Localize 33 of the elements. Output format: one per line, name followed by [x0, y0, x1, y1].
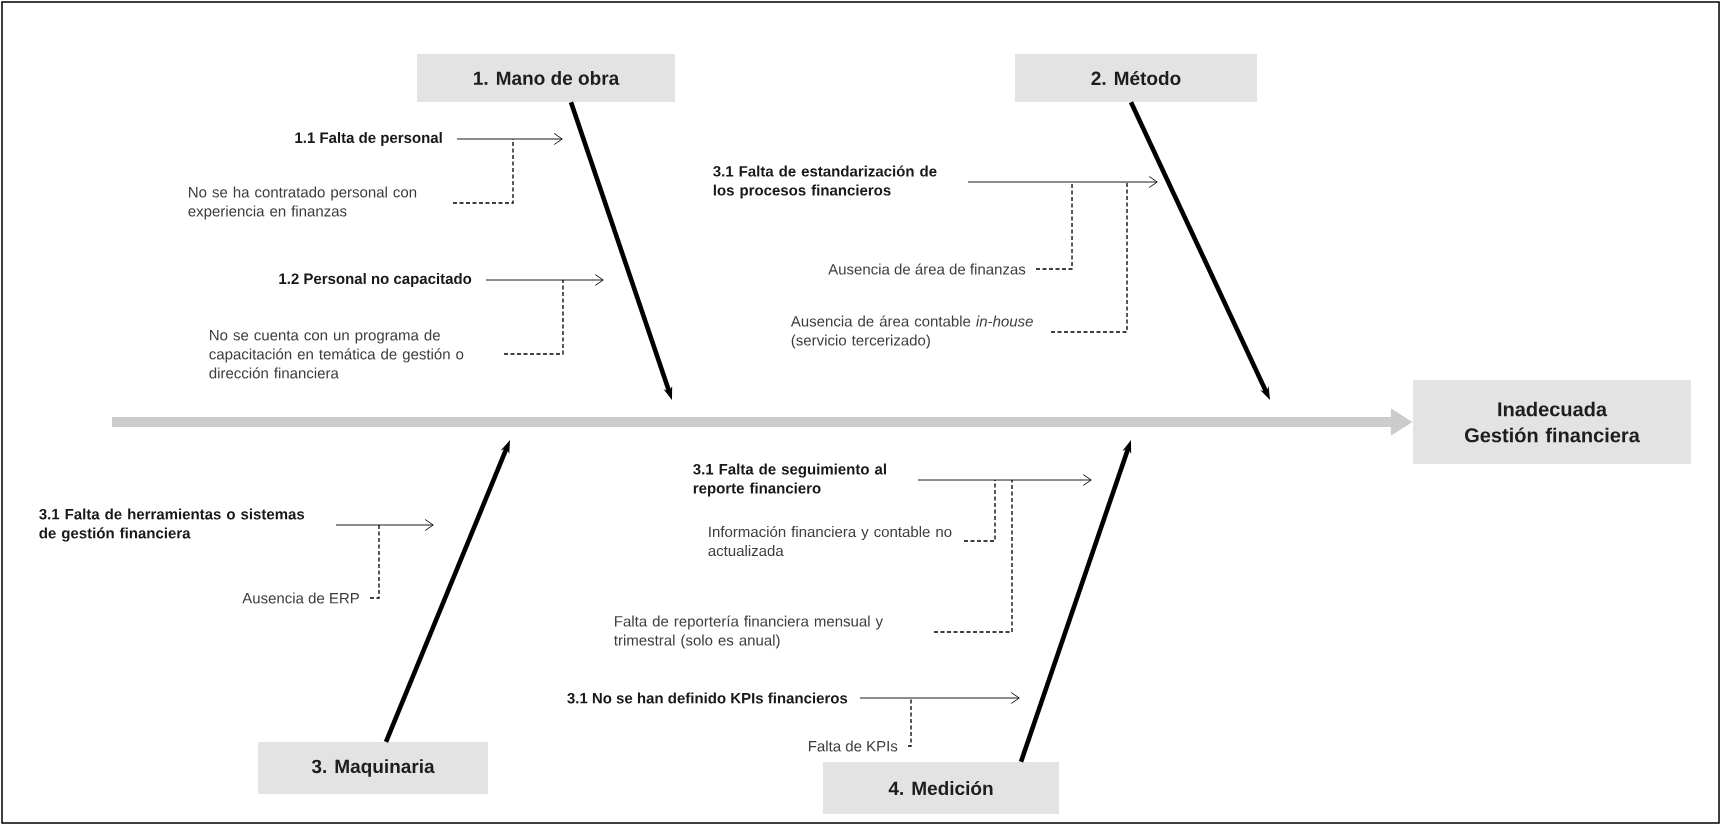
dashed-connector [452, 138, 514, 204]
arrow [335, 519, 434, 531]
dashed-connector [933, 479, 1013, 633]
dashed-connector [503, 279, 564, 355]
dashed-connector [1050, 181, 1128, 333]
sub-cause-text: Ausencia de área de finanzas [828, 263, 1026, 275]
sub-cause-text: Falta de reportería financiera mensual y trimestral (solo es anual) [614, 615, 883, 649]
dashed-connector [907, 697, 912, 747]
sub-cause-text: Falta de KPIs [809, 740, 898, 752]
arrow [859, 692, 1020, 704]
sub-cause-text: No se cuenta con un programa de capacitación en temática de gestión o dirección financiera [209, 329, 464, 379]
arrow [967, 176, 1158, 188]
category-box: 4. Medición [823, 762, 1059, 814]
category-box: 1. Mano de obra [417, 54, 675, 102]
dashed-connector [1035, 181, 1073, 270]
sub-cause-text: Ausencia de ERP [242, 592, 359, 604]
arrow [456, 133, 563, 145]
cause-text: 3.1 No se han definido KPIs financieros [567, 692, 848, 704]
arrow [485, 274, 604, 286]
cause-text: 1.2 Personal no capacitado [279, 273, 472, 287]
cause-text: 3.1 Falta de estandarización de los procesos financieros [713, 165, 937, 199]
dashed-connector [963, 479, 996, 542]
category-box: 3. Maquinaria [258, 742, 488, 794]
cause-text: 3.1 Falta de seguimiento al reporte financiero [693, 463, 886, 497]
sub-cause-text: Información financiera y contable no actualizada [708, 525, 952, 557]
sub-cause-text: Ausencia de área contable in-house (servicio tercerizado) [790, 315, 1033, 349]
cause-text: 1.1 Falta de personal [295, 132, 442, 146]
sub-cause-text: No se ha contratado personal con experiencia en finanzas [188, 186, 417, 220]
category-box: 2. Método [1015, 54, 1257, 102]
dashed-connector [369, 524, 380, 599]
arrow [917, 474, 1092, 486]
cause-text: 3.1 Falta de herramientas o sistemas de gestión financiera [39, 508, 305, 542]
effect-box: Inadecuada Gestión financiera [1413, 380, 1691, 464]
